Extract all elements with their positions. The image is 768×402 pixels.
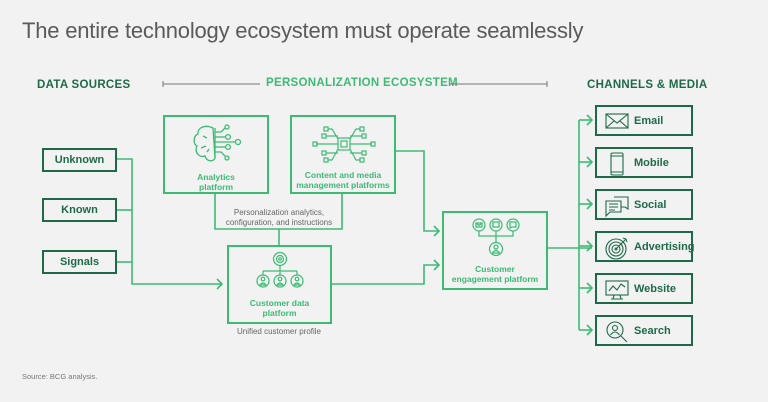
content-media-platform-box: Content and media management platforms [290, 115, 396, 194]
source-known: Known [42, 198, 117, 222]
analytics-platform-box: Analytics platform [163, 115, 269, 194]
chat-icon [605, 196, 629, 218]
analytics-label-2: platform [199, 182, 233, 192]
page-title: The entire technology ecosystem must ope… [22, 18, 584, 43]
source-unknown: Unknown [42, 148, 117, 172]
channel-arrowhead [586, 156, 594, 168]
customer-data-platform-box: Customer data platform [227, 245, 332, 324]
channel-arrowhead [586, 282, 594, 294]
channel-website-label: Website [634, 283, 676, 295]
channel-mobile: Mobile [595, 147, 693, 178]
customer-hierarchy-icon [256, 251, 304, 288]
content-label-2: management platforms [296, 180, 390, 190]
bracket-note: Personalization analytics, configuration… [216, 208, 342, 228]
monitor-icon [605, 280, 629, 300]
engagement-hierarchy-icon [472, 218, 520, 257]
bracket-note-line-1: Personalization analytics, [233, 208, 325, 217]
data-sources-heading: DATA SOURCES [37, 79, 131, 91]
channels-heading: CHANNELS & MEDIA [587, 79, 708, 91]
target-icon [605, 237, 628, 260]
channel-email-label: Email [634, 115, 664, 127]
channel-advertising: Advertising [595, 231, 695, 262]
channel-social: Social [595, 189, 693, 220]
cdp-note: Unified customer profile [236, 327, 322, 336]
channel-arrowhead [586, 198, 594, 210]
channel-arrowhead [586, 240, 594, 252]
ecosystem-heading: PERSONALIZATION ECOSYSTEM [266, 77, 458, 89]
bracket-note-line-2: configuration, and instructions [225, 218, 333, 227]
search-user-icon [606, 321, 628, 343]
channel-search: Search [595, 315, 693, 346]
channel-search-label: Search [634, 325, 671, 337]
content-label-1: Content and media [304, 170, 382, 180]
source-note: Source: BCG analysis. [22, 372, 98, 381]
source-signals: Signals [42, 250, 117, 274]
channel-arrowhead [586, 114, 594, 126]
channel-mobile-label: Mobile [634, 157, 669, 169]
channel-email: Email [595, 105, 693, 136]
channel-social-label: Social [634, 199, 667, 211]
channel-arrowhead [586, 324, 594, 336]
customer-engagement-platform-box: Customer engagement platform [442, 211, 548, 290]
cdp-label-1: Customer data [249, 298, 310, 308]
channel-website: Website [595, 273, 693, 304]
analytics-label-1: Analytics [197, 172, 235, 182]
chip-circuit-icon [312, 126, 376, 163]
cep-label-1: Customer [475, 264, 515, 274]
cdp-label-2: platform [262, 308, 297, 318]
cep-label-2: engagement platform [451, 274, 539, 284]
envelope-icon [605, 113, 629, 129]
channel-advertising-label: Advertising [634, 241, 695, 253]
brain-circuit-icon [193, 124, 242, 162]
phone-icon [610, 152, 624, 176]
